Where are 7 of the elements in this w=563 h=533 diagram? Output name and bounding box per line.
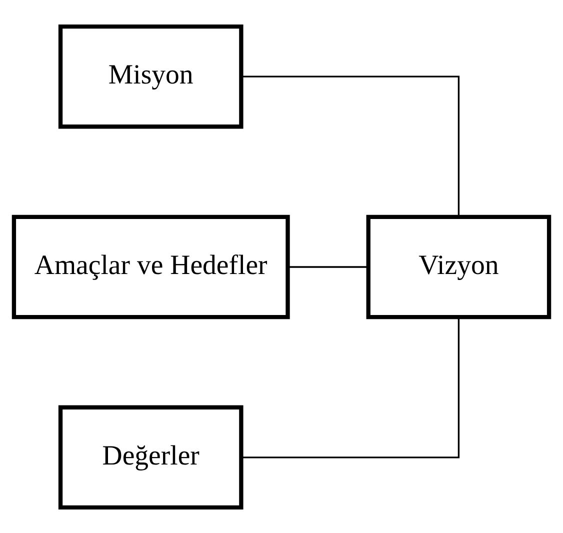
connector (288, 266, 368, 268)
node-box: Misyon (58, 24, 244, 128)
node-box: Değerler (58, 404, 244, 510)
node-box: Vizyon (366, 214, 552, 319)
connector (242, 317, 460, 458)
connector (242, 75, 460, 216)
node-box: Amaçlar ve Hedefler (12, 214, 290, 319)
